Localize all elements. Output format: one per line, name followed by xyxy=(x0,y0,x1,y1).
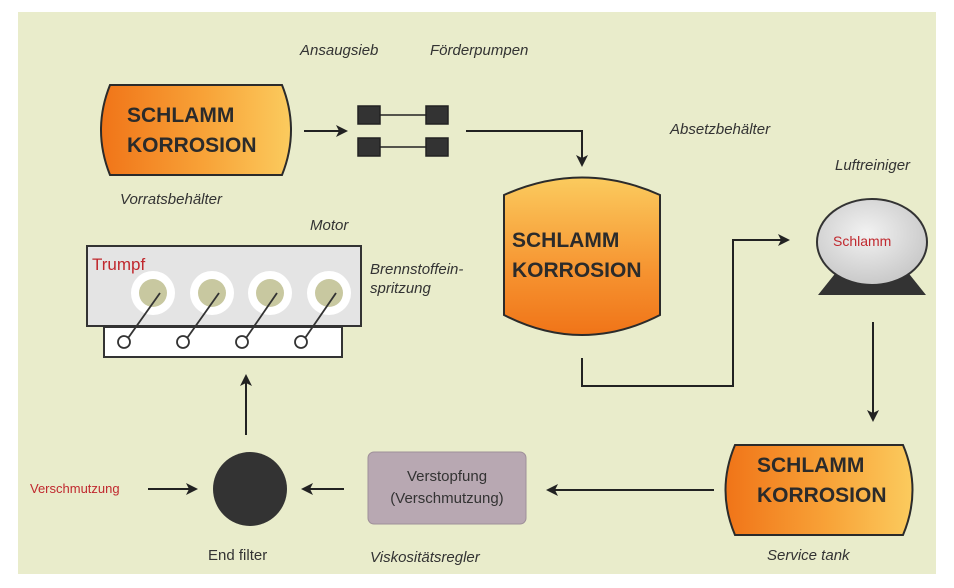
arrow-settling-to-aircleaner xyxy=(581,234,790,387)
viscosity-box-line2: (Verschmutzung) xyxy=(390,490,504,507)
feed-pumps xyxy=(357,105,449,157)
viscosity-box-line1: Verstopfung xyxy=(406,468,488,485)
settling-tank-line1: SCHLAMM xyxy=(512,229,620,252)
settling-tank-text: SCHLAMM KORROSION xyxy=(512,226,642,286)
storage-tank-shape xyxy=(100,84,292,176)
label-vorratsbehaelter: Vorratsbehälter xyxy=(120,191,222,208)
settling-tank-line2: KORROSION xyxy=(512,259,642,282)
aircleaner-label: Schlamm xyxy=(833,233,892,249)
label-ansaugsieb: Ansaugsieb xyxy=(300,42,379,59)
label-absetzbehaelter: Absetzbehälter xyxy=(670,121,771,138)
service-tank-line1: SCHLAMM xyxy=(757,454,865,477)
viscosity-box xyxy=(367,451,527,525)
label-foerderpumpen: Förderpumpen xyxy=(430,42,529,59)
engine xyxy=(86,245,362,358)
label-brennstoff-1: Brennstoffein- xyxy=(370,261,464,278)
service-tank-shape xyxy=(724,444,914,536)
label-end-filter: End filter xyxy=(208,547,268,564)
arrow-pumps-to-settling xyxy=(466,130,588,167)
aircleaner-body xyxy=(816,198,928,286)
storage-tank-line2: KORROSION xyxy=(127,134,257,157)
label-verschmutzung-input: Verschmutzung xyxy=(30,481,120,496)
label-viskositaetsregler: Viskositätsregler xyxy=(370,549,480,566)
label-luftreiniger: Luftreiniger xyxy=(835,157,911,174)
storage-tank-line1: SCHLAMM xyxy=(127,104,235,127)
label-brennstoff-2: spritzung xyxy=(370,280,431,297)
service-tank-text: SCHLAMM KORROSION xyxy=(757,451,887,511)
end-filter-circle xyxy=(213,452,287,526)
viscosity-box-text: Verstopfung (Verschmutzung) xyxy=(368,466,526,510)
storage-tank-text: SCHLAMM KORROSION xyxy=(127,101,257,161)
label-trumpf: Trumpf xyxy=(92,255,146,274)
service-tank-line2: KORROSION xyxy=(757,484,887,507)
label-motor: Motor xyxy=(310,217,349,234)
settling-tank-shape xyxy=(503,176,661,336)
label-service-tank: Service tank xyxy=(767,547,850,564)
